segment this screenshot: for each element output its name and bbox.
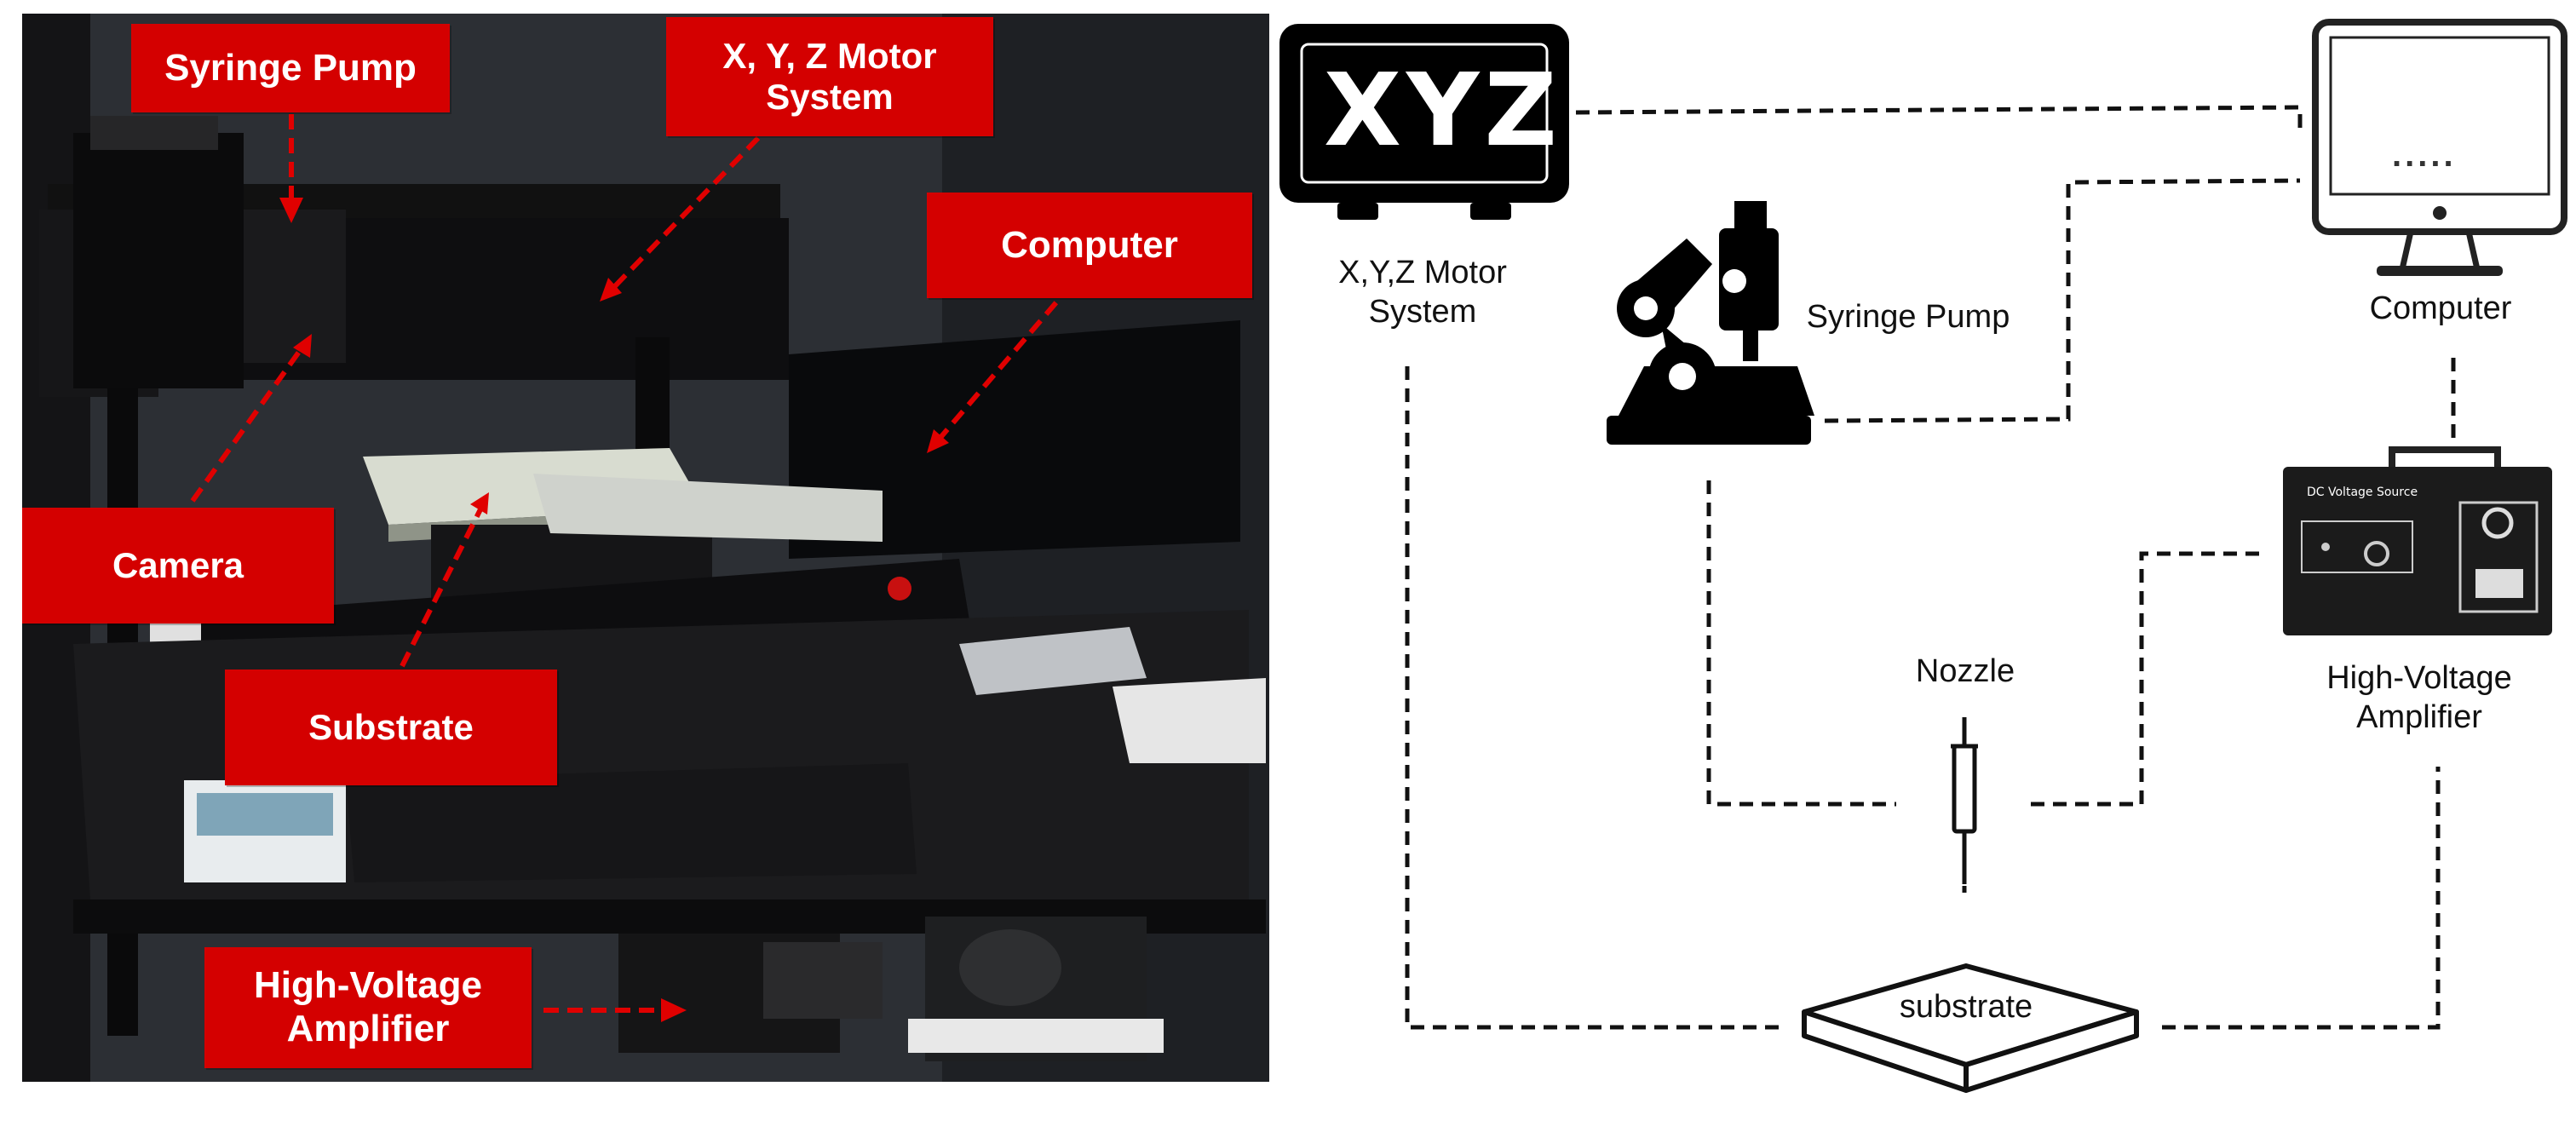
label-xyz-motor-system: X,Y,Z Motor System	[1338, 255, 1507, 330]
substrate-icon	[1802, 963, 2139, 1093]
link-pump-computer	[1824, 178, 2301, 423]
computer-monitor-icon	[2312, 19, 2567, 276]
xyz-icon	[1279, 24, 1569, 220]
label-high-voltage-amplifier: High-Voltage Amplifier	[2326, 660, 2512, 735]
link-substrate-amplifier	[2162, 767, 2441, 1030]
link-pump-nozzle	[1706, 480, 1896, 807]
link-xyz-computer	[1575, 105, 2303, 135]
label-xyz-motor-system: X, Y, Z Motor System	[666, 17, 993, 136]
hv-line1: High-Voltage	[253, 964, 483, 1007]
nozzle-icon	[1951, 717, 1978, 884]
label-computer: Computer	[2369, 290, 2512, 326]
dc-voltage-source-icon	[2283, 446, 2552, 635]
label-substrate: substrate	[1899, 989, 2033, 1025]
xyz-icon-text: XYZ	[1324, 51, 1562, 169]
link-nozzle-amplifier	[2031, 551, 2259, 807]
label-syringe-pump: Syringe Pump	[1806, 299, 2010, 335]
computer-screen-text: .....	[2392, 136, 2457, 174]
dc-voltage-source-text: DC Voltage Source	[2307, 486, 2418, 499]
link-xyz-substrate	[1405, 366, 1779, 1030]
photo-illustration	[22, 14, 1269, 1082]
label-substrate: Substrate	[225, 670, 557, 785]
label-high-voltage-amplifier: High-Voltage Amplifier	[204, 947, 532, 1068]
syringe-pump-icon	[1607, 201, 1814, 445]
setup-photo: Syringe Pump X, Y, Z Motor System Comput…	[22, 14, 1269, 1082]
label-syringe-pump: Syringe Pump	[131, 24, 450, 112]
hv-line2: Amplifier	[286, 1008, 450, 1049]
label-camera: Camera	[22, 508, 334, 624]
label-nozzle: Nozzle	[1915, 653, 2015, 689]
label-computer: Computer	[927, 193, 1252, 298]
